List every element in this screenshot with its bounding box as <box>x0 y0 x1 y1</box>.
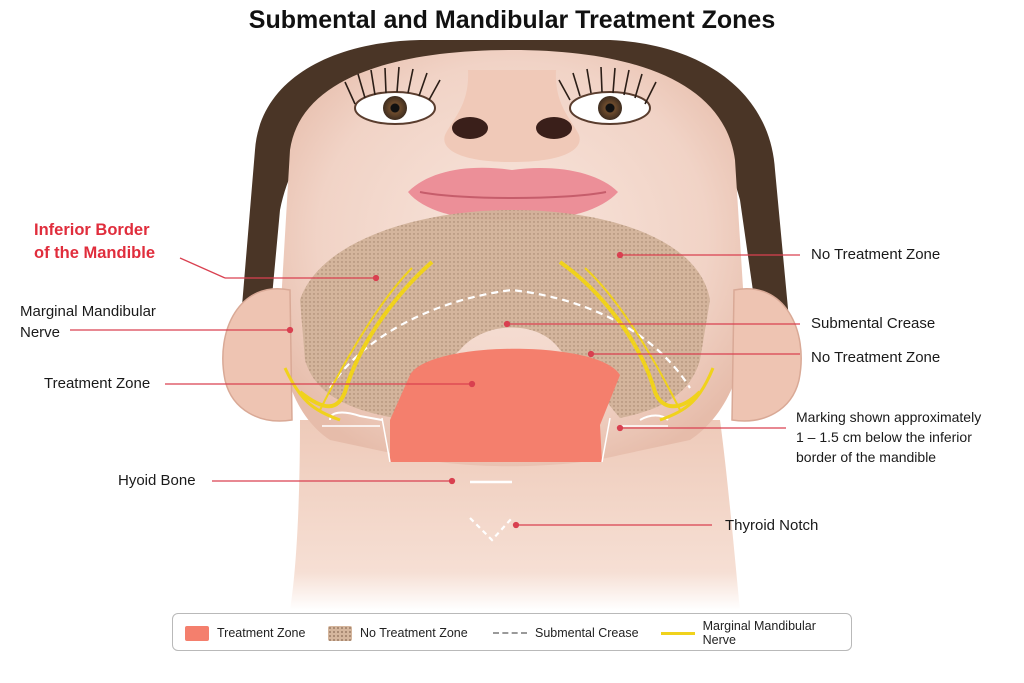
legend-label-marginal-nerve: Marginal Mandibular Nerve <box>702 619 816 647</box>
nose <box>444 70 580 162</box>
eyelashes <box>344 66 657 105</box>
legend-label-no-treatment-zone: No Treatment Zone <box>360 626 468 640</box>
label-marking-note: Marking shown approximately 1 – 1.5 cm b… <box>796 407 981 467</box>
label-no-treatment-zone-top: No Treatment Zone <box>811 246 941 263</box>
right-ear <box>731 287 802 422</box>
left-ear <box>222 287 293 422</box>
label-marking-line3: border of the mandible <box>796 449 937 465</box>
marginal-mandibular-nerve-right <box>558 260 702 409</box>
treatment-zone <box>390 348 620 462</box>
label-marginal-nerve-line1: Marginal Mandibular <box>20 303 156 320</box>
label-submental-crease: Submental Crease <box>811 315 936 332</box>
label-marking-line2: 1 – 1.5 cm below the inferior <box>796 429 972 445</box>
legend-item-submental-crease: Submental Crease <box>493 614 639 652</box>
neck <box>290 420 740 610</box>
thyroid-notch-marker <box>469 517 513 542</box>
label-inferior-border-line1: Inferior Border <box>34 221 150 239</box>
legend-item-treatment-zone: Treatment Zone <box>185 614 305 652</box>
label-treatment-zone: Treatment Zone <box>44 375 151 392</box>
label-thyroid-notch: Thyroid Notch <box>725 517 819 534</box>
lips <box>408 167 618 221</box>
legend-swatch-submental-crease <box>493 632 527 634</box>
label-marginal-nerve: Marginal Mandibular Nerve <box>20 301 156 343</box>
legend-swatch-marginal-nerve <box>661 631 695 635</box>
label-inferior-border-line2: of the Mandible <box>34 244 155 262</box>
label-marking-line1: Marking shown approximately <box>796 409 982 425</box>
legend-item-no-treatment-zone: No Treatment Zone <box>328 614 468 652</box>
legend-label-submental-crease: Submental Crease <box>535 626 639 640</box>
submental-crease <box>329 288 691 389</box>
page-title: Submental and Mandibular Treatment Zones <box>248 6 776 34</box>
legend: Treatment Zone No Treatment Zone Subment… <box>172 613 852 651</box>
legend-item-marginal-nerve: Marginal Mandibular Nerve <box>661 614 851 652</box>
legend-swatch-no-treatment-zone <box>328 625 352 641</box>
label-hyoid-bone: Hyoid Bone <box>118 472 196 489</box>
label-marginal-nerve-line2: Nerve <box>20 324 61 341</box>
legend-label-treatment-zone: Treatment Zone <box>217 626 306 640</box>
label-no-treatment-zone-mid: No Treatment Zone <box>811 349 941 366</box>
legend-swatch-treatment-zone <box>185 625 209 641</box>
label-inferior-border: Inferior Border of the Mandible <box>34 219 155 265</box>
